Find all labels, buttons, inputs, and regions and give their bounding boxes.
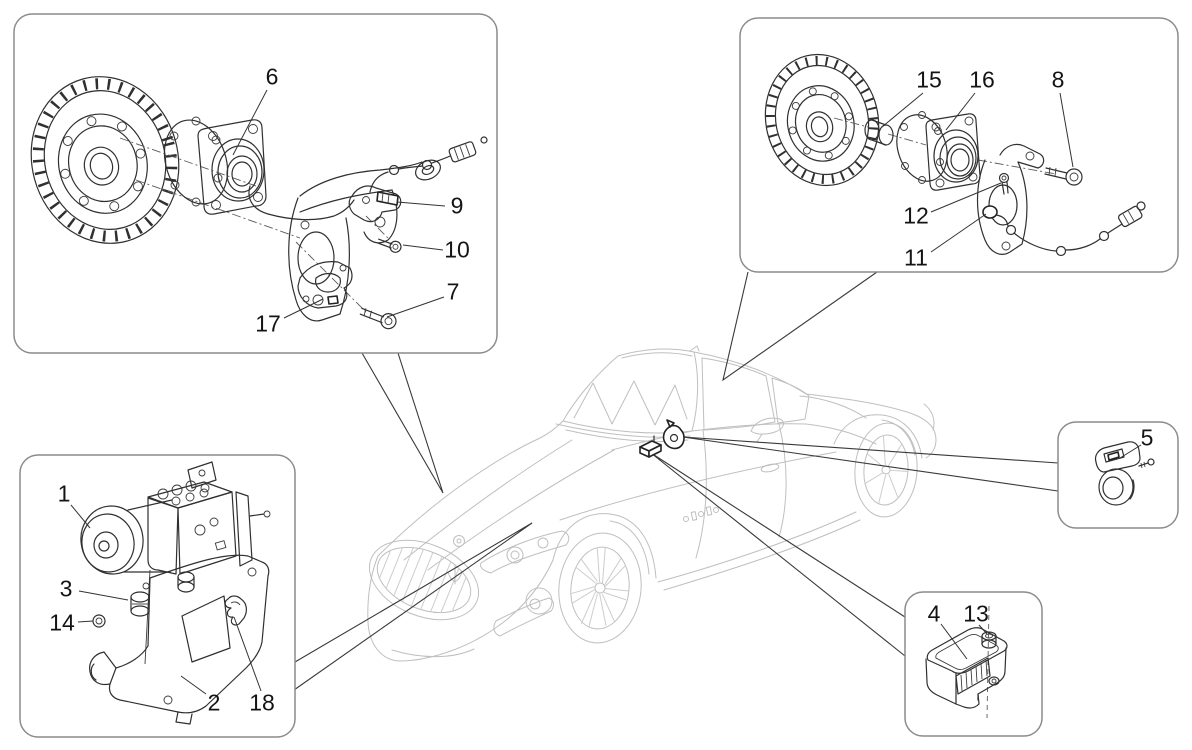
panel-sensor-bracket: [1057, 421, 1179, 529]
callout-4: 4: [928, 600, 941, 626]
callout-10: 10: [444, 236, 470, 262]
connector-abs-module: [293, 522, 533, 691]
leader-line-5: [1119, 444, 1142, 459]
rear-wheel: [854, 422, 918, 518]
leader-line-1: [70, 504, 91, 529]
leader-line-6: [232, 89, 268, 156]
callout-5: 5: [1141, 424, 1154, 450]
callout-14: 14: [49, 609, 75, 635]
leader-line-15: [881, 92, 924, 128]
front-corner-assembly: [30, 76, 488, 330]
callout-6: 6: [266, 63, 279, 89]
callout-12: 12: [903, 202, 929, 228]
connector-control-unit: [650, 452, 906, 657]
connector-front-corner: [361, 352, 444, 494]
rear-abs-sensor-and-cable: [982, 201, 1146, 257]
leader-line-16: [945, 92, 976, 131]
control-unit-on-car: [639, 435, 662, 458]
windshield-sensor-on-car: [662, 419, 685, 450]
door-mirror: [750, 417, 784, 435]
front-wheel-hub: [163, 116, 267, 215]
leader-line-14: [77, 620, 94, 623]
front-wheel: [558, 532, 642, 644]
front-abs-sensor-cable: [248, 136, 488, 221]
rear-wheel-hub: [896, 111, 981, 191]
leader-line-3: [78, 590, 129, 601]
leader-line-12: [930, 182, 1002, 213]
bolt-12: [998, 172, 1010, 195]
panel-abs-module: [19, 454, 296, 738]
panel-front-corner: [13, 13, 498, 354]
leader-line-8: [1059, 92, 1074, 168]
callout-9: 9: [451, 192, 464, 218]
abs-pump-motor: [80, 499, 173, 575]
panel-boxes: [13, 13, 1179, 738]
windshield-structure-zigzag: [573, 380, 688, 426]
bracket-screw: [1138, 458, 1155, 469]
door-handle: [760, 463, 780, 473]
bushing-15: [864, 119, 894, 146]
panel-rear-corner: [739, 17, 1179, 273]
callout-13: 13: [963, 600, 989, 626]
callout-8: 8: [1052, 66, 1065, 92]
callout-17: 17: [255, 310, 281, 336]
fender-porthole-badge: [683, 506, 719, 522]
bolt-8: [1044, 166, 1083, 186]
fog-lamp: [525, 587, 553, 615]
callout-3: 3: [60, 575, 73, 601]
leader-line-10: [402, 244, 444, 251]
car-illustration: [367, 345, 937, 662]
callout-11: 11: [904, 244, 928, 270]
rear-brake-disc: [764, 53, 880, 187]
leader-line-9: [396, 201, 446, 207]
abs-valve-block: [147, 461, 271, 593]
callout-leader-lines: [70, 89, 1142, 695]
leader-line-18: [233, 616, 262, 692]
leader-line-4: [940, 623, 968, 660]
leader-line-2: [180, 675, 207, 695]
leader-line-7: [386, 296, 445, 318]
bolt-10: [377, 238, 402, 253]
front-steering-knuckle: [288, 159, 441, 322]
connector-sensor-bracket: [682, 436, 1059, 492]
callout-7: 7: [447, 278, 460, 304]
control-unit-assembly: [925, 605, 1008, 719]
callout-16: 16: [969, 66, 995, 92]
mounting-bracket-2: [89, 554, 270, 725]
clip-18: [224, 595, 247, 626]
sensor-bracket-9: [348, 185, 402, 223]
front-grille: [368, 539, 480, 621]
callout-2: 2: [208, 689, 221, 715]
leader-line-13: [978, 624, 988, 635]
bolt-7: [359, 307, 397, 330]
grille-trident-emblem: [447, 535, 465, 585]
nut-13: [981, 631, 997, 649]
front-brake-disc: [30, 76, 180, 244]
car-mounted-parts: [639, 419, 685, 458]
callout-18: 18: [249, 689, 275, 715]
rear-corner-assembly: [764, 53, 1146, 257]
connector-rear-corner: [722, 271, 878, 382]
ring-bracket-assembly: [1094, 441, 1155, 506]
abs-hydraulic-unit-assembly: [80, 461, 271, 725]
callout-15: 15: [916, 66, 942, 92]
leader-line-17: [283, 298, 324, 319]
shield-plate-17: [297, 261, 353, 309]
callout-1: 1: [58, 480, 71, 506]
leader-line-11: [930, 213, 987, 253]
control-unit-box: [925, 627, 1008, 709]
headlight: [480, 530, 570, 574]
